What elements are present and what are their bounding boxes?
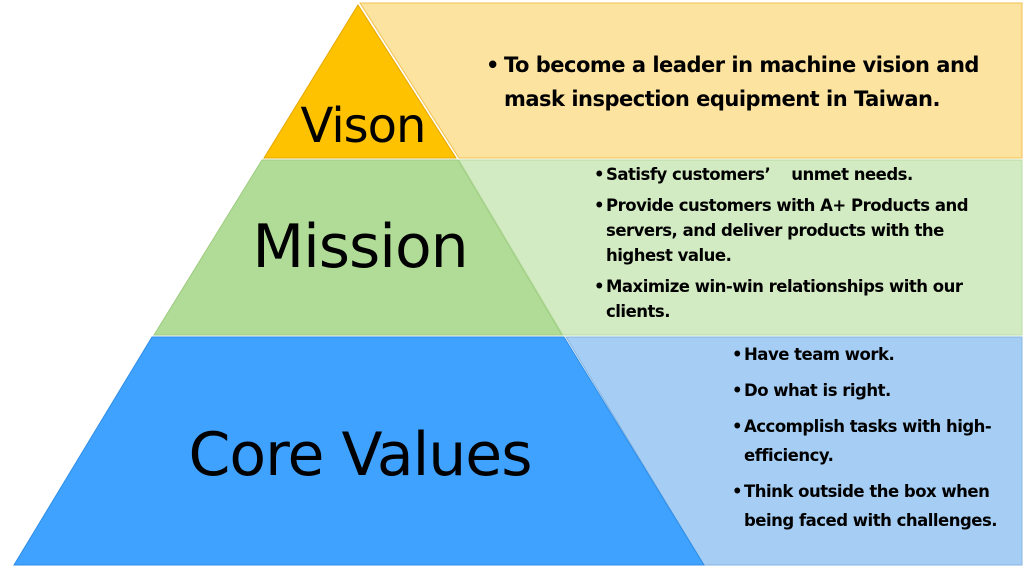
core-values-bullet-text: Have team work. — [744, 345, 895, 364]
core-values-bullet: •Do what is right. — [730, 376, 1020, 405]
core-values-label: Core Values — [188, 420, 533, 490]
mission-bullet: •Provide customers with A+ Products and … — [592, 193, 1012, 268]
vision-bullet-list: •To become a leader in machine vision an… — [484, 48, 1004, 116]
vision-bullet: •To become a leader in machine vision an… — [484, 48, 1004, 116]
core-values-bullet-list: •Have team work. •Do what is right. •Acc… — [730, 340, 1020, 542]
bullet-dot-icon: • — [486, 53, 499, 77]
mission-panel — [458, 159, 1023, 336]
bullet-dot-icon: • — [594, 165, 605, 184]
mission-bullet: •Maximize win-win relationships with our… — [592, 274, 1012, 324]
mission-bullet-list: •Satisfy customers’ unmet needs. •Provid… — [592, 162, 1012, 330]
core-values-panel — [565, 336, 1023, 566]
core-values-bullet-text: Accomplish tasks with high-efficiency. — [744, 417, 992, 465]
mission-bullet: •Satisfy customers’ unmet needs. — [592, 162, 1012, 187]
mission-bullet-text: Maximize win-win relationships with our … — [606, 277, 963, 321]
core-values-bullet: •Accomplish tasks with high-efficiency. — [730, 412, 1020, 470]
mission-bullet-text: Provide customers with A+ Products and s… — [606, 196, 969, 265]
vision-panel — [359, 2, 1023, 159]
bullet-dot-icon: • — [732, 417, 743, 436]
core-values-bullet-text: Do what is right. — [744, 381, 891, 400]
mission-bullet-text: Satisfy customers’ unmet needs. — [606, 165, 913, 184]
core-values-bullet-text: Think outside the box when being faced w… — [744, 482, 998, 530]
core-values-bullet: •Think outside the box when being faced … — [730, 477, 1020, 535]
core-values-tier — [13, 336, 705, 566]
bullet-dot-icon: • — [732, 482, 743, 501]
core-values-bullet: •Have team work. — [730, 340, 1020, 369]
mission-label: Mission — [252, 212, 468, 282]
bullet-dot-icon: • — [594, 196, 605, 215]
vision-label: Vison — [300, 98, 427, 154]
vision-bullet-text: To become a leader in machine vision and… — [504, 53, 979, 111]
bullet-dot-icon: • — [594, 277, 605, 296]
bullet-dot-icon: • — [732, 345, 743, 364]
mission-tier — [153, 159, 563, 336]
vision-tier — [263, 4, 457, 159]
bullet-dot-icon: • — [732, 381, 743, 400]
